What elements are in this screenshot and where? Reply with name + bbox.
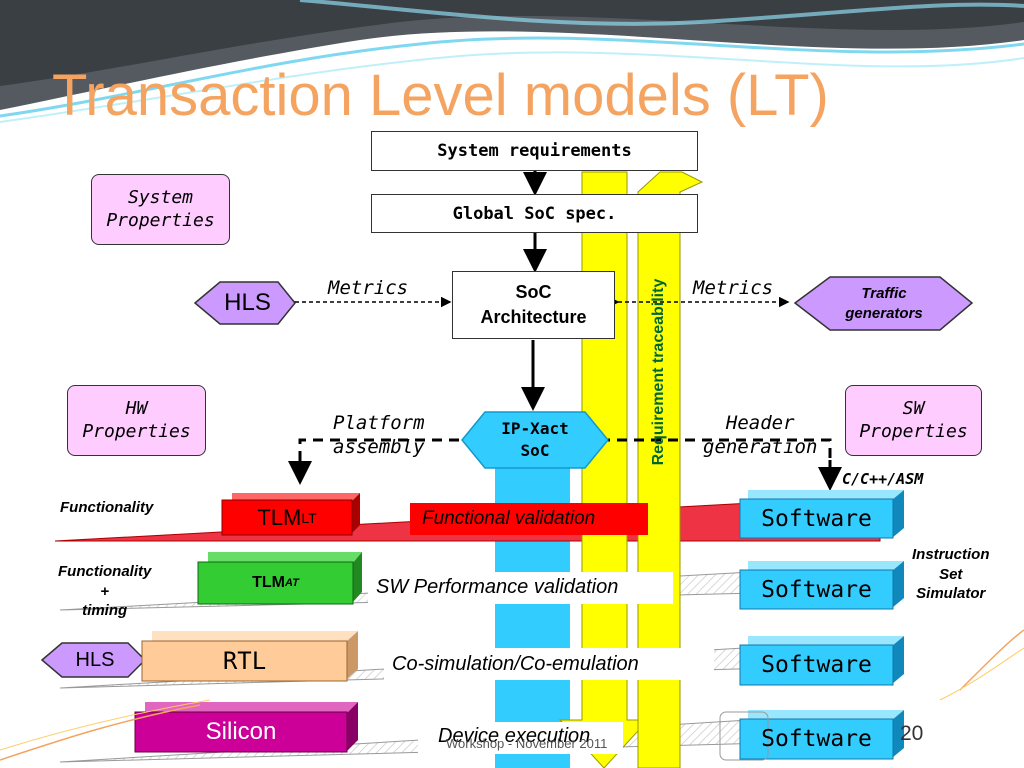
tlm-at-sub: AT <box>285 577 299 589</box>
software-label-1: Software <box>761 505 872 532</box>
traffic-generators-label: Traffic generators <box>820 279 948 329</box>
hw-properties-box: HW Properties <box>67 385 206 456</box>
sw-properties-box: SW Properties <box>845 385 982 456</box>
page-number-box <box>719 711 769 761</box>
global-soc-spec-box: Global SoC spec. <box>371 194 698 233</box>
hls-small-label: HLS <box>75 648 115 671</box>
tlm-at-text: TLM <box>252 574 285 591</box>
device-exec-banner <box>418 722 623 754</box>
header-swoosh <box>0 0 1024 123</box>
tlm-at-block <box>197 552 362 605</box>
software-block-3 <box>739 636 904 686</box>
traffic-line-2: generators <box>845 305 923 322</box>
platform-assembly-label: Platform assembly <box>333 412 425 460</box>
soc-architecture-box: SoC Architecture <box>452 271 615 339</box>
software-block-2 <box>739 561 904 610</box>
hw-properties-line-1: HW <box>125 398 148 419</box>
sw-properties-line-2: Properties <box>859 420 968 442</box>
ipxact-line-1: IP-Xact <box>501 419 569 439</box>
software-block-1 <box>739 490 904 539</box>
traceability-arrow <box>637 171 704 768</box>
iss-line-1: Instruction <box>912 546 990 563</box>
metrics-left-label: Metrics <box>328 277 409 299</box>
cyan-column <box>495 450 570 768</box>
iss-line-3: Simulator <box>916 585 986 602</box>
soc-architecture-line-1: SoC <box>515 281 552 302</box>
functional-validation-text: Functional validation <box>422 508 596 529</box>
tlm-lt-block <box>221 493 360 536</box>
hls-shape <box>193 281 296 325</box>
software-block-4 <box>739 710 904 760</box>
software-label-2: Software <box>761 576 872 603</box>
system-properties-line-2: Properties <box>106 209 215 231</box>
footer-text: Workshop - November 2011 <box>446 736 608 751</box>
iss-line-2: Set <box>939 565 963 583</box>
system-properties-line-1: System <box>127 187 194 208</box>
header-line-2: generation <box>703 435 818 458</box>
ipxact-line-2: SoC <box>520 441 550 460</box>
system-properties-box: System Properties <box>91 174 230 245</box>
functionality-timing-label: Functionality + timing <box>58 562 151 621</box>
silicon-label: Silicon <box>205 718 277 745</box>
header-generation-label: Header generation <box>703 412 817 460</box>
sw-perf-banner <box>368 572 673 604</box>
metrics-right-label: Metrics <box>693 277 774 299</box>
tlm-lt-text: TLM <box>257 504 302 530</box>
software-label-3: Software <box>761 652 872 678</box>
functionality-timing-line-3: timing <box>82 602 128 619</box>
functionality-timing-line-2: + <box>100 582 110 600</box>
system-requirements-box: System requirements <box>371 131 698 171</box>
device-execution-text: Device execution <box>438 725 591 747</box>
cosim-text: Co-simulation/Co-emulation <box>392 653 639 675</box>
soc-architecture-line-2: Architecture <box>480 307 587 327</box>
functionality-label: Functionality <box>60 499 154 516</box>
platform-line-1: Platform <box>333 412 425 434</box>
traffic-line-1: Traffic <box>861 284 907 302</box>
functional-validation-banner <box>410 503 648 535</box>
sw-properties-line-1: SW <box>902 398 925 419</box>
rtl-label: RTL <box>222 647 267 675</box>
ipxact-label: IP-Xact SoC <box>470 414 600 466</box>
sw-performance-text: SW Performance validation <box>376 576 619 598</box>
rtl-block <box>141 631 358 682</box>
traceability-label: Requirement traceability <box>650 278 667 466</box>
slide-title: Transaction Level models (LT) <box>52 63 829 128</box>
software-label-4: Software <box>761 726 872 752</box>
functionality-timing-line-1: Functionality <box>58 563 152 580</box>
iss-label: Instruction Set Simulator <box>912 545 990 604</box>
header-line-1: Header <box>725 412 795 434</box>
platform-line-2: assembly <box>333 435 425 458</box>
page-number: 20 <box>900 722 924 745</box>
ipxact-shape <box>461 411 609 469</box>
cpp-asm-label: C/C++/ASM <box>842 470 924 488</box>
hw-properties-line-2: Properties <box>82 420 191 442</box>
tlm-lt-sub: LT <box>301 509 317 526</box>
cosim-banner <box>384 648 714 680</box>
hls-label: HLS <box>224 289 271 316</box>
traffic-shape <box>793 276 974 331</box>
